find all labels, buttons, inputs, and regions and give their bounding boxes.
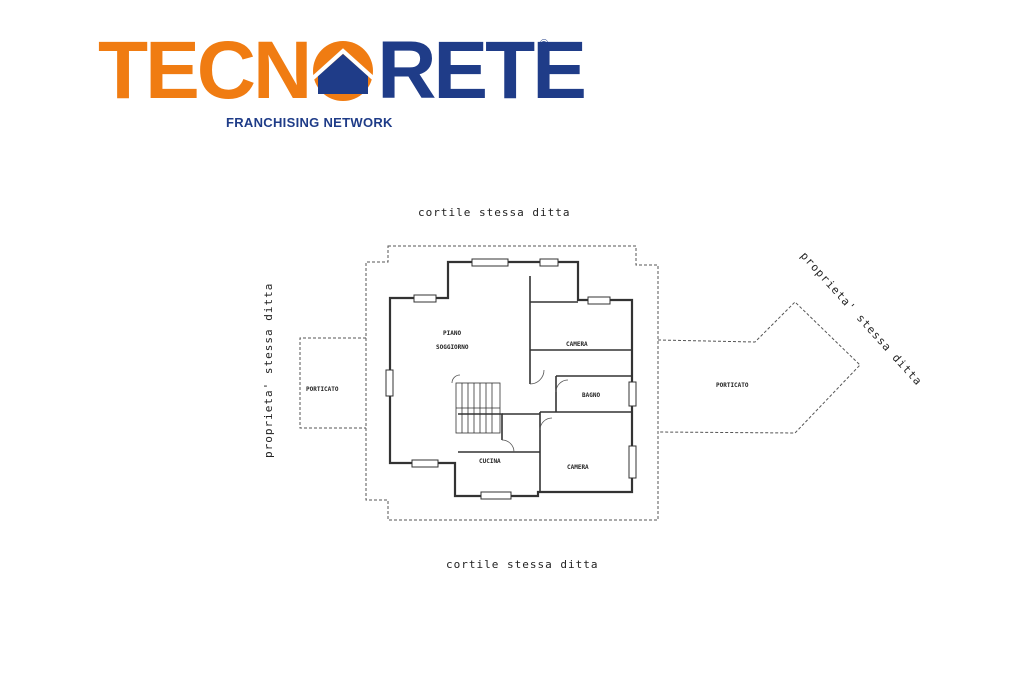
room-label-camera-top: CAMERA <box>566 341 588 348</box>
logo-wordmark: TECN RETE <box>98 30 587 112</box>
exterior-walls <box>388 260 634 498</box>
staircase <box>455 382 501 434</box>
room-label-piano: PIANO <box>443 330 461 337</box>
house-icon <box>311 41 375 101</box>
label-bottom-courtyard: cortile stessa ditta <box>446 558 598 571</box>
interior-walls <box>458 276 632 492</box>
windows <box>385 258 637 500</box>
room-label-porticato-right: PORTICATO <box>716 382 749 389</box>
label-top-courtyard: cortile stessa ditta <box>418 206 570 219</box>
logo-brand-blue: RETE <box>377 25 587 116</box>
label-left-property: proprieta' stessa ditta <box>262 283 275 458</box>
room-label-soggiorno: SOGGIORNO <box>436 344 469 351</box>
property-boundary <box>299 245 861 521</box>
logo-brand-orange: TECN <box>98 25 312 116</box>
room-label-camera-bottom: CAMERA <box>567 464 589 471</box>
logo-tagline: FRANCHISING NETWORK <box>226 115 393 130</box>
room-label-porticato-left: PORTICATO <box>306 386 339 393</box>
registered-mark: ® <box>540 38 549 50</box>
door-swings <box>451 369 569 453</box>
room-label-cucina: CUCINA <box>479 458 501 465</box>
tecnorete-logo: TECN RETE ® FRANCHISING NETWORK <box>98 30 587 140</box>
room-label-bagno: BAGNO <box>582 392 600 399</box>
label-right-property: proprieta' stessa ditta <box>798 249 925 388</box>
